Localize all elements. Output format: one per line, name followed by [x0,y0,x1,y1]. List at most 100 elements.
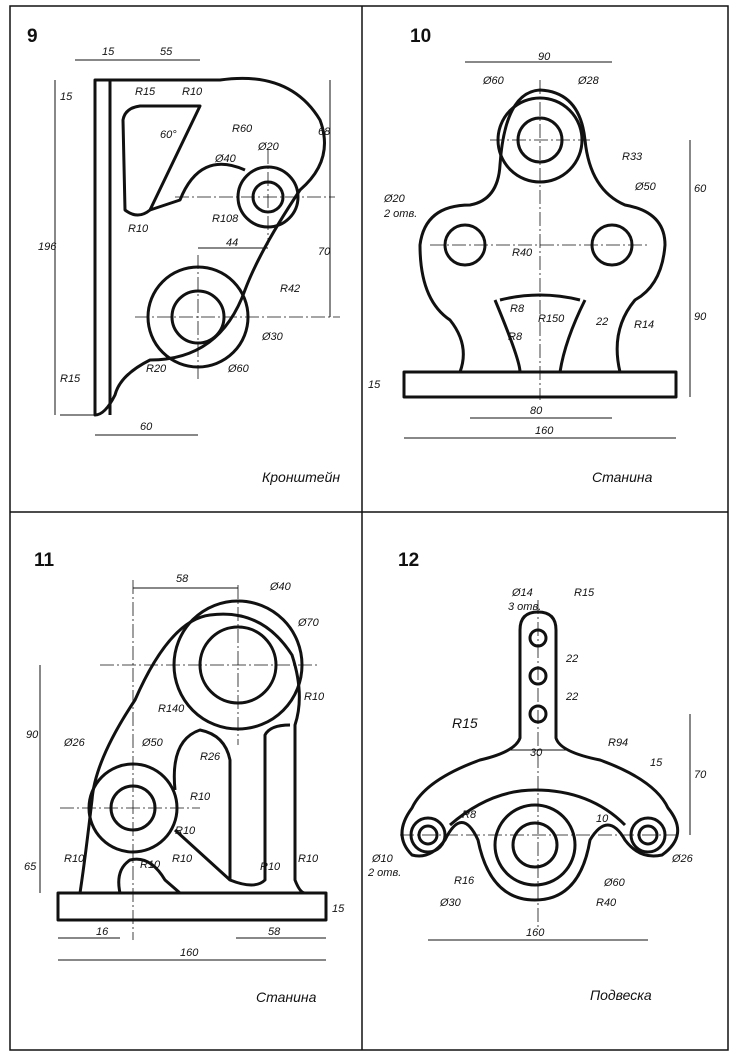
dim-label: 2 отв. [367,867,401,879]
dim-label: 22 [595,316,608,328]
dim-label: R10 [260,861,281,873]
dim-label: 60 [694,183,707,195]
boss-60 [493,803,577,887]
dim-label: R150 [538,313,565,325]
frame-body-outline [78,612,306,895]
dim-label: Ø20 [257,141,280,153]
dim-label: 30 [530,747,543,759]
dim-label: R60 [232,123,253,135]
dim-label: 65 [24,861,37,873]
dim-label: R20 [146,363,167,375]
dim-label: Ø40 [269,581,292,593]
dim-label: Ø60 [482,75,505,87]
dim-label: R10 [298,853,319,865]
dim-label: 58 [176,573,189,585]
dim-label: R15 [452,715,478,731]
dim-label: R10 [140,859,161,871]
dim-label: 68 [318,126,331,138]
dim-label: 55 [160,46,173,58]
dim-label: Ø60 [603,877,626,889]
dim-label: R15 [135,86,156,98]
dim-label: 22 [565,691,578,703]
hanger-outline [400,610,679,902]
dim-label: 160 [535,425,554,437]
dim-label: R108 [212,213,239,225]
panel-number: 12 [398,550,419,571]
panel-number: 10 [410,26,431,47]
bracket-outline [93,76,326,417]
dim-label: 15 [650,757,663,769]
dim-label: R10 [175,825,196,837]
dim-label: 15 [368,379,381,391]
dim-label: 15 [102,46,115,58]
dim-label: R15 [60,373,81,385]
dim-label: 196 [38,241,57,253]
dim-label: R10 [64,853,85,865]
dim-label: 2 отв. [383,208,417,220]
panel-caption: Подвеска [590,987,652,1003]
dim-label: 90 [694,311,707,323]
dim-label: R15 [574,587,595,599]
dim-label: Ø28 [577,75,600,87]
dim-label: R42 [280,283,300,295]
dim-label: R140 [158,703,185,715]
dim-label: Ø26 [671,853,694,865]
dim-label: Ø60 [227,363,250,375]
dim-label: 70 [694,769,707,781]
dim-label: Ø10 [371,853,394,865]
dim-label: R10 [128,223,149,235]
dim-label: 90 [26,729,39,741]
dim-label: 22 [565,653,578,665]
dim-label: R14 [634,319,654,331]
slot-cutout [121,104,202,217]
panel-caption: Станина [592,469,653,485]
dim-label: R26 [200,751,221,763]
dim-label: Ø50 [634,181,657,193]
dim-label: R10 [190,791,211,803]
dim-label: 10 [596,813,609,825]
dim-label: R40 [512,247,533,259]
dim-label: 60 [140,421,153,433]
dim-label: R40 [596,897,617,909]
dim-label: 70 [318,246,331,258]
dim-label: Ø40 [214,153,237,165]
dim-label: 60° [160,129,177,141]
base-plate [56,891,328,922]
dim-label: R8 [510,303,525,315]
dim-label: Ø14 [511,587,533,599]
dim-label: R10 [182,86,203,98]
dim-label: 160 [526,927,545,939]
dim-label: 15 [332,903,345,915]
panel-caption: Кронштейн [262,469,340,485]
hole-30 [511,821,559,869]
dim-label: Ø50 [141,737,164,749]
dim-label: Ø30 [439,897,462,909]
dim-label: 90 [538,51,551,63]
panel-number: 11 [34,550,55,571]
panel-caption: Станина [256,989,317,1005]
dim-label: 58 [268,926,281,938]
dim-label: R33 [622,151,643,163]
panel-11: 11 58 Ø40 Ø70 R10 R140 90 Ø26 Ø50 R26 R1… [24,550,345,1005]
dim-label: 44 [226,237,238,249]
dim-label: 160 [180,947,199,959]
dim-label: R8 [462,809,477,821]
dim-label: R10 [304,691,325,703]
dim-label: 3 отв. [508,601,541,613]
panel-number: 9 [27,26,38,47]
panel-9: 9 15 55 15 R15 R10 60° R60 Ø40 Ø20 68 R1… [27,26,340,485]
dim-label: R94 [608,737,628,749]
dim-label: Ø26 [63,737,86,749]
dim-label: 80 [530,405,543,417]
dim-label: Ø20 [383,193,406,205]
dim-label: R16 [454,875,475,887]
dim-label: R8 [508,331,523,343]
dim-label: Ø70 [297,617,320,629]
dim-label: R10 [172,853,193,865]
panel-12: 12 Ø14 3 отв. R15 22 22 R15 30 R94 15 70… [367,550,707,1003]
sheet-frame [9,5,729,1051]
dim-label: 15 [60,91,73,103]
panel-10: 10 90 Ø60 Ø28 R33 Ø50 60 Ø20 2 отв. R40 … [368,26,707,485]
